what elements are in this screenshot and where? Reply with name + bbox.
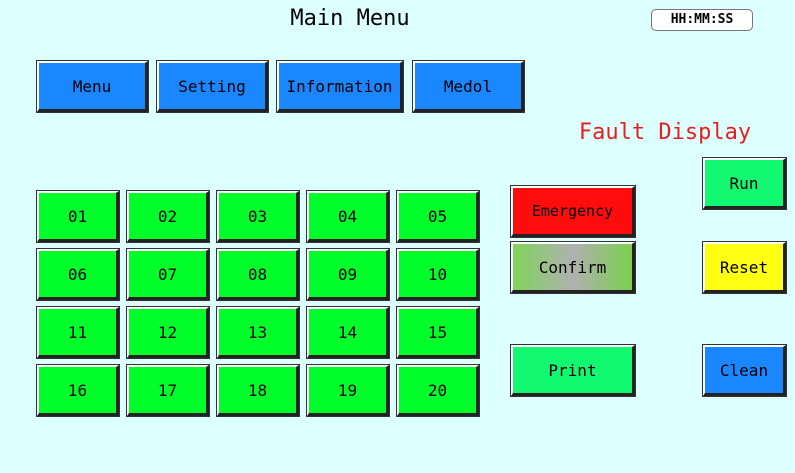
clock-display: HH:MM:SS bbox=[651, 9, 753, 31]
grid-button-02[interactable]: 02 bbox=[126, 190, 210, 243]
confirm-button[interactable]: Confirm bbox=[510, 241, 636, 294]
menu-button[interactable]: Menu bbox=[36, 60, 149, 113]
run-button[interactable]: Run bbox=[702, 157, 787, 210]
grid-button-16[interactable]: 16 bbox=[36, 364, 120, 417]
information-button[interactable]: Information bbox=[276, 60, 404, 113]
grid-button-18[interactable]: 18 bbox=[216, 364, 300, 417]
grid-button-04[interactable]: 04 bbox=[306, 190, 390, 243]
grid-button-19[interactable]: 19 bbox=[306, 364, 390, 417]
setting-button[interactable]: Setting bbox=[156, 60, 269, 113]
grid-button-09[interactable]: 09 bbox=[306, 248, 390, 301]
grid-button-06[interactable]: 06 bbox=[36, 248, 120, 301]
grid-button-10[interactable]: 10 bbox=[396, 248, 480, 301]
fault-display-label: Fault Display bbox=[578, 120, 752, 145]
grid-button-13[interactable]: 13 bbox=[216, 306, 300, 359]
grid-button-15[interactable]: 15 bbox=[396, 306, 480, 359]
grid-button-11[interactable]: 11 bbox=[36, 306, 120, 359]
medol-button[interactable]: Medol bbox=[412, 60, 525, 113]
reset-button[interactable]: Reset bbox=[702, 241, 787, 294]
grid-button-08[interactable]: 08 bbox=[216, 248, 300, 301]
grid-button-14[interactable]: 14 bbox=[306, 306, 390, 359]
grid-button-05[interactable]: 05 bbox=[396, 190, 480, 243]
emergency-button[interactable]: Emergency bbox=[510, 185, 636, 238]
page-title: Main Menu bbox=[290, 6, 410, 31]
grid-button-07[interactable]: 07 bbox=[126, 248, 210, 301]
print-button[interactable]: Print bbox=[510, 344, 636, 397]
clean-button[interactable]: Clean bbox=[702, 344, 787, 397]
grid-button-20[interactable]: 20 bbox=[396, 364, 480, 417]
grid-button-12[interactable]: 12 bbox=[126, 306, 210, 359]
grid-button-01[interactable]: 01 bbox=[36, 190, 120, 243]
grid-button-17[interactable]: 17 bbox=[126, 364, 210, 417]
grid-button-03[interactable]: 03 bbox=[216, 190, 300, 243]
